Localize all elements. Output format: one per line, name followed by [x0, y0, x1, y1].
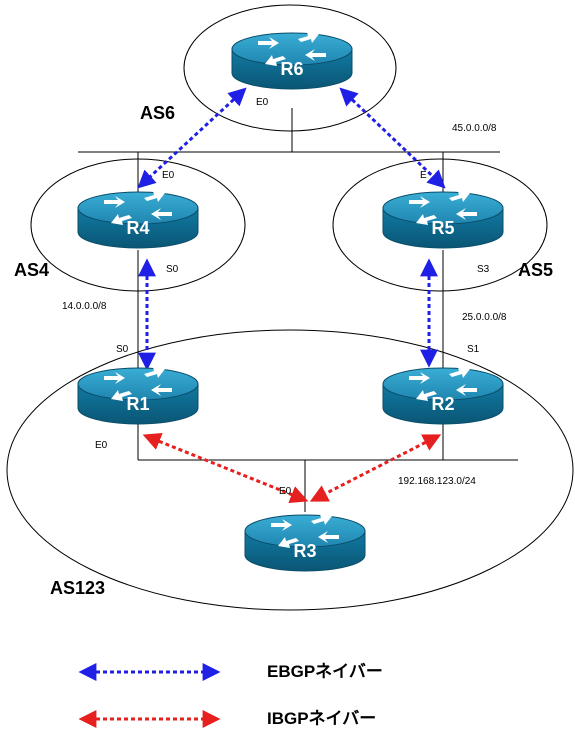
- r5-e-label: E: [420, 170, 427, 181]
- router-r2: R2: [382, 367, 504, 425]
- as123-boundary: [6, 329, 574, 611]
- as6-label: AS6: [140, 103, 176, 123]
- router-r3: R3: [244, 514, 366, 572]
- router-label: R1: [126, 394, 149, 414]
- legend-ebgp-label: EBGPネイバー: [267, 662, 383, 681]
- as4-label: AS4: [14, 260, 50, 280]
- r1-s0-label: S0: [116, 344, 129, 355]
- r3-e0-label: E0: [279, 486, 292, 497]
- net-45-label: 45.0.0.0/8: [452, 123, 497, 134]
- router-label: R2: [431, 394, 454, 414]
- as123-label: AS123: [50, 578, 106, 598]
- net-192-label: 192.168.123.0/24: [398, 476, 476, 487]
- r6-e0-label: E0: [256, 97, 269, 108]
- ibgp-r1-r3: [142, 433, 309, 503]
- router-icon: [77, 367, 199, 425]
- router-label: R3: [293, 541, 316, 561]
- ebgp-sessions: [137, 87, 446, 371]
- router-icon: [77, 191, 199, 249]
- router-icon: [244, 514, 366, 572]
- ibgp-sessions: [142, 433, 442, 503]
- r2-s1-label: S1: [467, 344, 480, 355]
- router-label: R6: [280, 59, 303, 79]
- router-label: R4: [126, 218, 149, 238]
- ebgp-r6-r5: [339, 87, 446, 189]
- r1-e0-label: E0: [95, 440, 108, 451]
- net-14-label: 14.0.0.0/8: [62, 301, 107, 312]
- router-r6: R6: [231, 32, 353, 90]
- router-icon: [231, 32, 353, 90]
- router-r4: R4: [77, 191, 199, 249]
- router-r1: R1: [77, 367, 199, 425]
- ibgp-r2-r3: [309, 434, 442, 502]
- as6-boundary: [183, 4, 397, 132]
- r5-s3-label: S3: [477, 264, 490, 275]
- network-links: [78, 108, 518, 512]
- router-icon: [382, 191, 504, 249]
- router-r5: R5: [382, 191, 504, 249]
- net-25-label: 25.0.0.0/8: [462, 312, 507, 323]
- router-icon: [382, 367, 504, 425]
- as5-label: AS5: [518, 260, 554, 280]
- legend-ibgp-label: IBGPネイバー: [267, 709, 377, 728]
- router-label: R5: [431, 218, 454, 238]
- r4-s0-label: S0: [166, 264, 179, 275]
- r4-e0-label: E0: [162, 170, 175, 181]
- ebgp-r6-r4: [137, 87, 247, 189]
